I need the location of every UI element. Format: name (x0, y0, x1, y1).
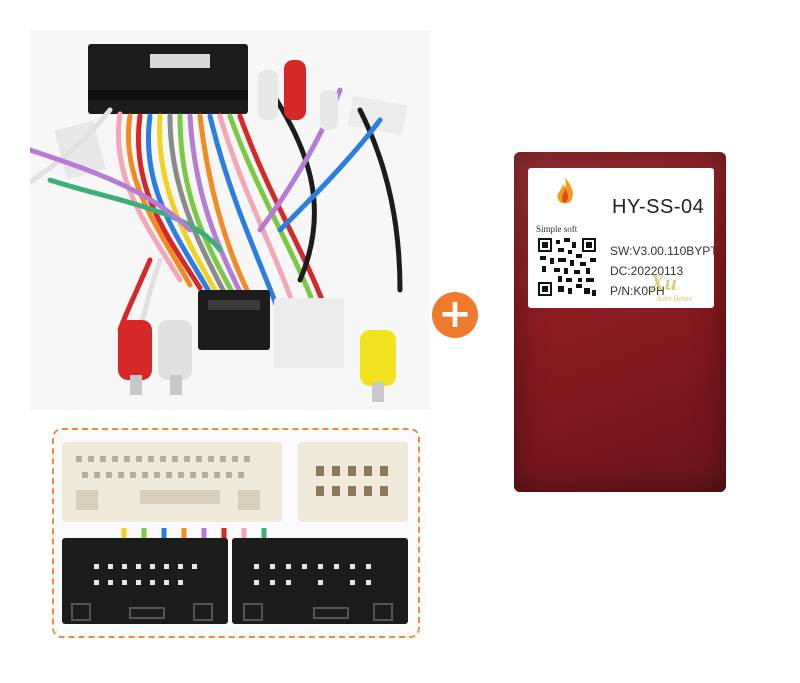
rca-plug-yellow (360, 330, 396, 386)
model-number: HY-SS-04 (612, 196, 705, 218)
plus-icon: + (432, 292, 478, 338)
watermark-subtext: Auto Home (656, 294, 693, 303)
rca-plug-red-bottom (118, 320, 152, 380)
connector-closeup-panel (52, 428, 420, 638)
rca-plug-white-bottom (158, 320, 192, 380)
iso-connector-black (198, 290, 270, 350)
wiring-harness-photo (30, 30, 430, 410)
watermark-logo: Xu (650, 270, 677, 295)
flame-logo-icon (557, 177, 573, 204)
wiring-harness-illustration (30, 44, 408, 402)
connector-closeup-illustration (54, 430, 418, 636)
brand-name: Simple soft (536, 224, 578, 234)
decoder-module: Simple soft HY-SS-04 SW:V (514, 152, 726, 492)
software-version: SW:V3.00.110BYPT (610, 244, 718, 258)
wire-bundle (30, 87, 403, 333)
date-code: DC:20220113 (610, 264, 684, 278)
module-label-sticker: Simple soft HY-SS-04 SW:V (528, 168, 718, 308)
rca-plug-red (284, 60, 306, 120)
part-number: P/N:K0PH (610, 284, 665, 298)
white-connector-small (298, 442, 408, 522)
rca-plug-white (258, 70, 278, 120)
qr-code-icon (538, 238, 596, 296)
black-connector-left (62, 538, 228, 624)
iso-connector-white (274, 298, 344, 368)
